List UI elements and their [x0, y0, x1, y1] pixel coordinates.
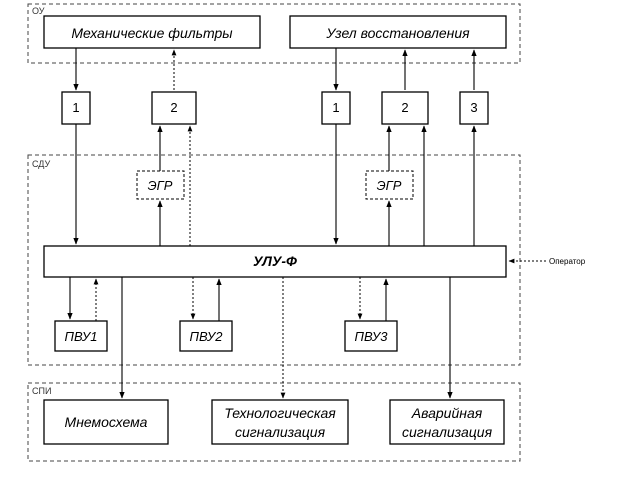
ulu-f-controller: УЛУ-Ф [43, 245, 507, 278]
technological-signaling-line2: сигнализация [235, 424, 326, 440]
connections-top [73, 48, 477, 91]
interface-block-r1-label: 1 [332, 100, 339, 115]
recovery-unit-block: Узел восстановления [289, 15, 507, 49]
connections-bottom [119, 277, 453, 399]
operator-input: Оператор [508, 257, 586, 266]
mnemonic-diagram-label: Мнемосхема [65, 414, 148, 430]
ulu-f-label: УЛУ-Ф [253, 253, 297, 269]
mnemonic-diagram-block: Мнемосхема [43, 399, 169, 445]
operator-label: Оператор [549, 257, 586, 266]
pvu1-block: ПВУ1 [54, 320, 108, 352]
alarm-signaling-line1: Аварийная [411, 405, 483, 421]
egr-block-right: ЭГР [365, 170, 414, 200]
connections-pvu [67, 277, 389, 321]
pvu2-block: ПВУ2 [179, 320, 233, 352]
zone-spi-label: СПИ [32, 386, 51, 396]
pvu3-label: ПВУ3 [355, 329, 389, 344]
interface-block-f2: 2 [151, 91, 197, 125]
connections-middle [73, 124, 477, 246]
pvu2-label: ПВУ2 [190, 329, 224, 344]
zone-sdu-label: СДУ [32, 159, 50, 169]
pvu1-label: ПВУ1 [65, 329, 98, 344]
zone-ou-label: ОУ [32, 6, 45, 16]
interface-block-r2: 2 [381, 91, 429, 125]
interface-block-r3-label: 3 [470, 100, 477, 115]
alarm-signaling-block: Аварийная сигнализация [389, 399, 505, 445]
interface-block-f1: 1 [61, 91, 91, 125]
zone-spi: СПИ [27, 382, 521, 462]
technological-signaling-block: Технологическая сигнализация [211, 399, 349, 445]
zone-sdu: СДУ [27, 154, 521, 366]
interface-block-r2-label: 2 [401, 100, 408, 115]
recovery-unit-label: Узел восстановления [325, 25, 470, 41]
interface-block-r3: 3 [459, 91, 489, 125]
interface-block-f1-label: 1 [72, 100, 79, 115]
zone-ou: ОУ [27, 3, 521, 64]
egr-block-left: ЭГР [136, 170, 185, 200]
egr-right-label: ЭГР [377, 178, 402, 193]
pvu3-block: ПВУ3 [344, 320, 398, 352]
technological-signaling-line1: Технологическая [224, 405, 336, 421]
interface-block-f2-label: 2 [170, 100, 177, 115]
interface-block-r1: 1 [321, 91, 351, 125]
alarm-signaling-line2: сигнализация [402, 424, 493, 440]
mechanical-filters-label: Механические фильтры [71, 25, 233, 41]
egr-left-label: ЭГР [148, 178, 173, 193]
mechanical-filters-block: Механические фильтры [43, 15, 261, 49]
